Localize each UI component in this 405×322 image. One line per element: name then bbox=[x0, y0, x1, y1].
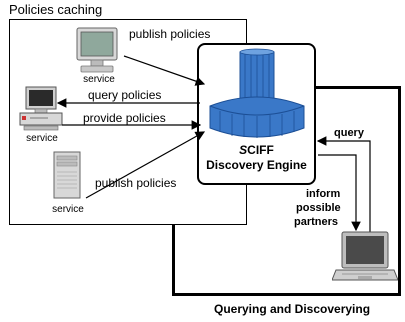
publish-policies-label-top: publish policies bbox=[129, 27, 211, 41]
service-monitor: service bbox=[73, 26, 125, 88]
publish-arrow-top bbox=[123, 55, 206, 86]
engine-title: SCIFF bbox=[199, 143, 314, 157]
server-tower-icon bbox=[53, 151, 81, 199]
laptop-icon bbox=[332, 231, 398, 281]
engine-name-prefix: S bbox=[239, 143, 248, 157]
desktop-computer-icon bbox=[19, 86, 63, 131]
provide-policies-label: provide policies bbox=[83, 111, 166, 125]
engine-subtitle: Discovery Engine bbox=[206, 158, 307, 172]
inform-label-3: partners bbox=[294, 216, 339, 228]
engine-name-rest: CIFF bbox=[247, 143, 274, 157]
publish-policies-label-bottom: publish policies bbox=[95, 176, 177, 190]
mainframe-icon bbox=[209, 48, 305, 138]
query-label: query bbox=[334, 127, 364, 139]
publish-arrow-bottom bbox=[85, 131, 206, 199]
query-policies-label: query policies bbox=[88, 88, 162, 102]
service-server: service bbox=[44, 150, 90, 216]
service-label: service bbox=[26, 133, 58, 144]
monitor-icon bbox=[76, 27, 118, 73]
inform-label-1: inform bbox=[306, 188, 341, 200]
querying-panel-title: Querying and Discoverying bbox=[214, 302, 371, 316]
service-desktop: service bbox=[18, 85, 66, 147]
service-label: service bbox=[83, 74, 115, 85]
query-arrow-right bbox=[316, 136, 371, 232]
service-label: service bbox=[52, 204, 84, 215]
inform-arrow bbox=[318, 154, 361, 232]
caching-panel-title: Policies caching bbox=[9, 2, 103, 17]
inform-label-2: possible bbox=[296, 202, 341, 214]
